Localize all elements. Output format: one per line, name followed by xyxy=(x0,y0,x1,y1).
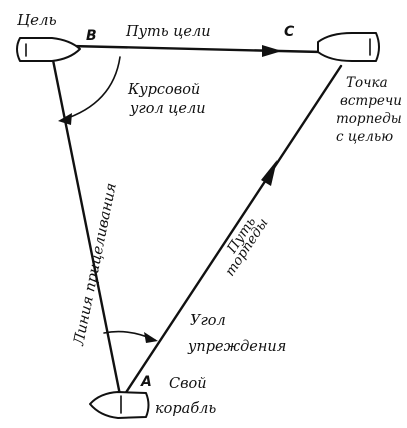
target-path-label: Путь цели xyxy=(125,24,211,40)
lead-angle-label-line1: Угол xyxy=(190,313,226,329)
meeting-point-label-line4: с целью xyxy=(336,129,393,145)
target-path-line xyxy=(68,44,324,54)
own-ship-label-line1: Свой xyxy=(169,376,207,392)
own-ship-label-line2: корабль xyxy=(155,401,216,417)
aiming-line xyxy=(51,58,123,402)
target-path-arrow xyxy=(262,45,282,57)
point-b-label: B xyxy=(86,28,97,44)
course-angle-arrow xyxy=(58,113,72,125)
torpedo-path-line xyxy=(119,64,343,402)
meeting-point-label-line3: торпеды xyxy=(336,111,402,127)
point-c-label: C xyxy=(284,24,295,40)
lead-angle-label-line2: упреждения xyxy=(187,339,286,355)
meeting-point-label-line1: Точка xyxy=(346,75,388,91)
aiming-line-label: Линия прицеливания xyxy=(71,182,120,348)
own-ship-icon xyxy=(89,391,150,419)
meeting-point-label-line2: встречи xyxy=(340,93,402,109)
meeting-ship-icon xyxy=(317,32,380,62)
torpedo-path-arrow xyxy=(261,160,277,186)
point-a-label: A xyxy=(140,374,152,390)
target-label: Цель xyxy=(17,11,57,29)
course-angle-label-line2: угол цели xyxy=(129,101,206,117)
lead-angle-arrow xyxy=(144,332,158,343)
course-angle-label-line1: Курсовой xyxy=(127,82,200,98)
course-angle-arc xyxy=(61,56,121,121)
target-ship-icon xyxy=(16,37,81,62)
